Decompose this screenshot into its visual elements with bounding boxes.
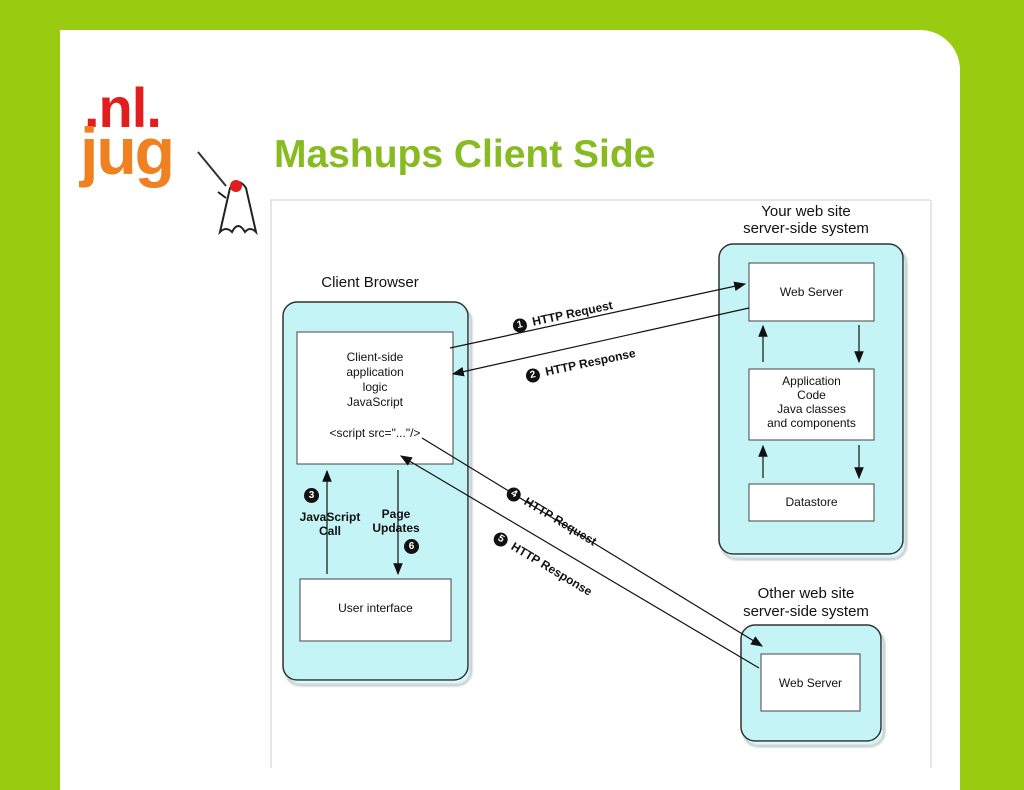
client-app-box xyxy=(296,331,454,465)
app-code-line-4: and components xyxy=(767,416,856,430)
client-app-line-2: application xyxy=(346,365,404,379)
js-call-label-2: Call xyxy=(318,524,341,538)
arrow-2-num: 2 xyxy=(524,367,542,384)
js-call-label-1: JavaScript xyxy=(299,510,361,524)
other-site-label-1: Other web site xyxy=(757,585,855,602)
app-code-line-1: Application xyxy=(782,374,841,388)
other-web-server-box xyxy=(760,653,861,712)
application-code-box xyxy=(748,368,875,441)
client-app-line-4: JavaScript xyxy=(346,395,404,409)
datastore-text: Datastore xyxy=(785,495,838,509)
logo-jug-text: jug xyxy=(80,114,175,188)
your-web-server-box xyxy=(748,262,875,322)
datastore-box xyxy=(748,483,875,522)
other-web-server-text: Web Server xyxy=(778,676,843,690)
script-tag-text: <script src="..."/> xyxy=(329,426,421,440)
arrow-1-http-request xyxy=(449,281,747,349)
app-code-line-2: Code xyxy=(797,388,826,402)
page-updates-label-2: Updates xyxy=(372,521,420,535)
arrow-1-num: 1 xyxy=(511,317,529,334)
client-app-line-3: logic xyxy=(362,380,388,394)
your-site-label-1: Your web site xyxy=(761,203,851,220)
page-updates-label-1: Page xyxy=(381,507,411,521)
other-site-label-2: server-side system xyxy=(743,603,869,620)
client-app-line-1: Client-side xyxy=(346,350,404,364)
arrow-5-http-response xyxy=(399,455,760,669)
user-interface-box xyxy=(299,578,452,642)
mashup-diagram: Client Browser Your web site server-side… xyxy=(270,198,932,768)
arrow-2-http-response xyxy=(451,307,750,377)
your-web-server-text: Web Server xyxy=(779,285,844,299)
logo-nl-text: .nl. xyxy=(84,76,162,139)
step-3-badge: 3 xyxy=(304,488,319,503)
diagram-graphics xyxy=(270,199,932,768)
duke-mascot-icon xyxy=(197,151,258,236)
step-6-badge: 6 xyxy=(404,539,419,554)
app-code-line-3: Java classes xyxy=(777,402,846,416)
client-browser-label: Client Browser xyxy=(321,274,419,291)
your-site-label-2: server-side system xyxy=(743,220,869,237)
user-interface-text: User interface xyxy=(338,601,413,615)
arrow-4-http-request xyxy=(421,437,764,647)
nljug-logo: .nl. jug xyxy=(80,80,260,240)
slide-title: Mashups Client Side xyxy=(274,133,656,176)
